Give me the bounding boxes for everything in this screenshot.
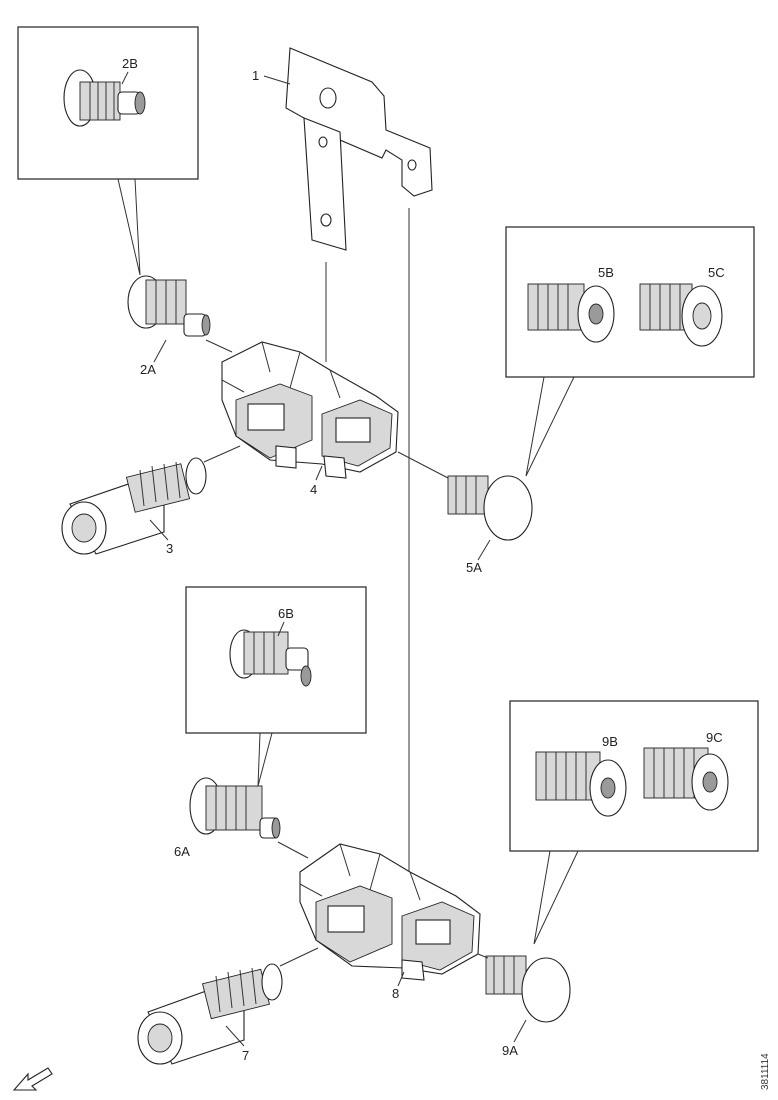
inset-box-9b-9c: 9B 9C (509, 700, 759, 852)
label-7: 7 (242, 1048, 249, 1063)
label-6a: 6A (174, 844, 190, 859)
part-5b-plug (527, 283, 615, 343)
inset-box-6b: 6B (185, 586, 367, 734)
label-2a: 2A (140, 362, 156, 377)
label-2b: 2B (122, 56, 138, 71)
part-1-bracket: 1 (252, 47, 433, 251)
label-1: 1 (252, 68, 259, 83)
label-8: 8 (392, 986, 399, 1001)
inset-box-5b-5c: 5B 5C (505, 226, 755, 378)
part-5a-cap: 5A (447, 475, 533, 575)
label-9a: 9A (502, 1043, 518, 1058)
part-9c-plug (643, 747, 729, 811)
part-9b-plug (535, 751, 627, 817)
part-8-connector-housing: 8 (299, 843, 481, 1001)
part-5c-plug (639, 283, 723, 347)
label-6b: 6B (278, 606, 294, 621)
label-5c: 5C (708, 265, 725, 280)
label-5b: 5B (598, 265, 614, 280)
part-3-connector-plug: 3 (61, 457, 207, 556)
label-3: 3 (166, 541, 173, 556)
part-9a-cap: 9A (485, 955, 571, 1058)
label-9b: 9B (602, 734, 618, 749)
part-4-connector-housing: 4 (221, 341, 399, 497)
inset-box-2b: 2B (17, 26, 199, 180)
arrow-down-left-icon (12, 1067, 53, 1091)
reference-number: 3811114 (760, 1053, 771, 1090)
label-9c: 9C (706, 730, 723, 745)
label-4: 4 (310, 482, 317, 497)
label-5a: 5A (466, 560, 482, 575)
part-6b-plug (229, 629, 312, 687)
part-7-connector-plug: 7 (137, 963, 283, 1065)
part-2b-plug (63, 69, 146, 127)
part-6a-plug: 6A (174, 777, 281, 859)
part-2a-plug: 2A (127, 275, 211, 377)
